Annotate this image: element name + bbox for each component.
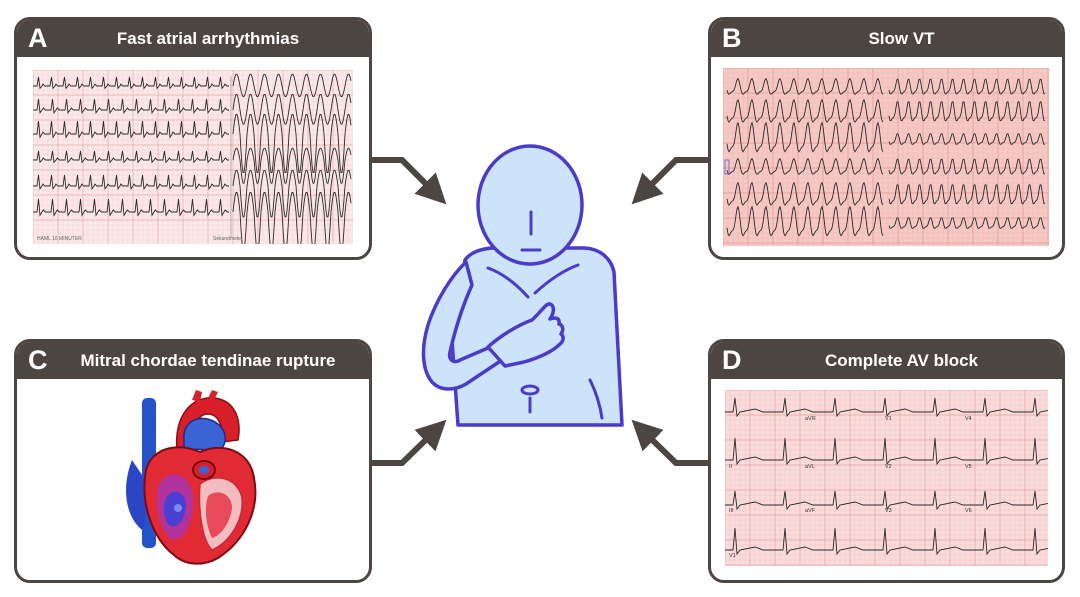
panel-c: C Mitral chordae tendinae rupture (14, 339, 372, 583)
heart-anatomy-icon (126, 390, 257, 565)
ecg-d-lead-label: aVL (805, 464, 815, 470)
panel-a-letter: A (28, 23, 48, 53)
ecg-a-right-trace (232, 192, 352, 244)
ecg-b-right-trace (888, 101, 1046, 122)
ecg-a-caption-right: Sekundmeter (213, 236, 243, 242)
patient-waist-line (588, 378, 604, 420)
ecg-b-left-trace (726, 98, 884, 123)
ecg-a-right-trace (232, 169, 352, 218)
ecg-b-left-trace (726, 77, 884, 95)
ecg-b-right-trace (888, 133, 1046, 145)
panel-d: D Complete AV block aVR V1 V4 aVL V2 V5 II aVF V… (708, 339, 1065, 583)
ecg-a-left-trace (33, 76, 229, 90)
ecg-b-right-trace (888, 158, 1046, 175)
panel-c-title: Mitral chordae tendinae rupture (80, 351, 336, 370)
ecg-a-right-trace (232, 93, 352, 125)
ecg-a-left-trace (33, 150, 229, 164)
panel-c-letter: C (28, 345, 48, 375)
ecg-d-lead-label: III (729, 508, 734, 514)
ecg-a-right-trace (232, 114, 352, 174)
ecg-d-lead-label: V4 (965, 416, 972, 422)
ecg-b-right-trace (888, 217, 1046, 229)
patient-collar-right (533, 263, 580, 295)
ecg-b-right-trace (888, 184, 1046, 205)
ecg-d-strip: aVR V1 V4 aVL V2 V5 II aVF V3 V6 III V1 (725, 390, 1048, 566)
panel-c-header: C Mitral chordae tendinae rupture (17, 342, 369, 379)
ecg-d-lead-label: V3 (885, 508, 892, 514)
ecg-b-calibration-mark (724, 159, 730, 175)
ecg-a-left-trace (33, 98, 229, 115)
panel-b: B Slow VT (708, 17, 1065, 260)
arrow-a-to-patient (370, 157, 447, 205)
patient-head (476, 144, 584, 266)
ecg-grid (725, 390, 1048, 566)
ecg-b-left-trace (726, 121, 884, 153)
ecg-d-lead-label: aVF (805, 508, 816, 514)
ecg-grid (723, 68, 1049, 246)
ecg-a-left-trace (33, 120, 229, 139)
ecg-a-right-trace (232, 73, 352, 97)
ecg-d-lead-label: V2 (885, 464, 892, 470)
ecg-d-trace (725, 527, 1048, 556)
ecg-b-left-trace (726, 205, 884, 237)
patient-arm (421, 260, 507, 391)
panel-b-title: Slow VT (868, 29, 935, 48)
ecg-d-lead-label: II (729, 464, 733, 470)
ecg-b-left-trace (726, 181, 884, 206)
panel-a: A Fast atrial arrhythmias HAML 16 MINUTE… (14, 17, 372, 260)
ecg-d-lead-label: V1 (729, 553, 736, 559)
panel-d-title: Complete AV block (824, 351, 979, 370)
panel-d-header: D Complete AV block (711, 342, 1062, 379)
ecg-b-right-trace (888, 78, 1046, 95)
ecg-b-strip (723, 68, 1049, 246)
ecg-d-lead-label: V5 (965, 464, 972, 470)
ecg-a-caption-left: HAML 16 MINUTER (37, 236, 82, 242)
panel-b-header: B Slow VT (711, 20, 1062, 57)
ecg-d-trace (725, 437, 1048, 466)
panel-b-letter: B (722, 23, 742, 53)
ecg-d-trace (725, 397, 1048, 418)
arrow-d-to-patient (631, 419, 708, 466)
panel-a-title: Fast atrial arrhythmias (116, 29, 300, 48)
arrow-c-to-patient (370, 419, 447, 466)
ecg-a-left-trace (33, 174, 229, 191)
ecg-a-left-trace (33, 198, 229, 217)
panel-d-letter: D (722, 345, 742, 375)
ecg-d-lead-label: aVR (805, 416, 816, 422)
ecg-paper (725, 390, 1048, 566)
ecg-paper (723, 68, 1049, 246)
patient-collar-left (486, 266, 530, 299)
ecg-d-lead-label: V1 (885, 416, 892, 422)
ecg-b-left-trace (726, 157, 884, 175)
ecg-a-right-trace (232, 147, 352, 184)
patient-hand (486, 302, 565, 368)
ecg-a-strip: HAML 16 MINUTER Sekundmeter (33, 70, 353, 244)
ecg-d-trace (725, 490, 1048, 511)
panel-a-header: A Fast atrial arrhythmias (17, 20, 369, 57)
arrow-b-to-patient (631, 157, 708, 205)
patient-navel (520, 384, 540, 396)
ecg-d-lead-label: V6 (965, 508, 972, 514)
